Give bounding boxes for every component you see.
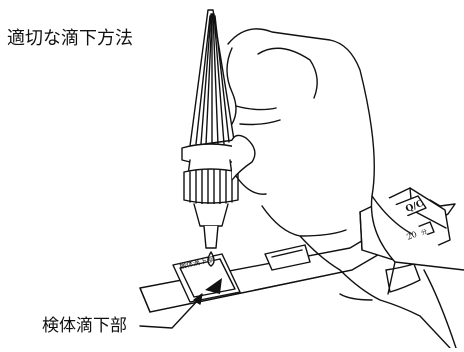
gloved-hand (226, 28, 464, 349)
result-label: 20 (405, 230, 418, 242)
page-title: 適切な滴下方法 (7, 28, 133, 49)
callout-arrow (139, 293, 203, 329)
callout-label: 検体滴下部 (42, 316, 127, 336)
result-unit: 分 (420, 227, 429, 237)
